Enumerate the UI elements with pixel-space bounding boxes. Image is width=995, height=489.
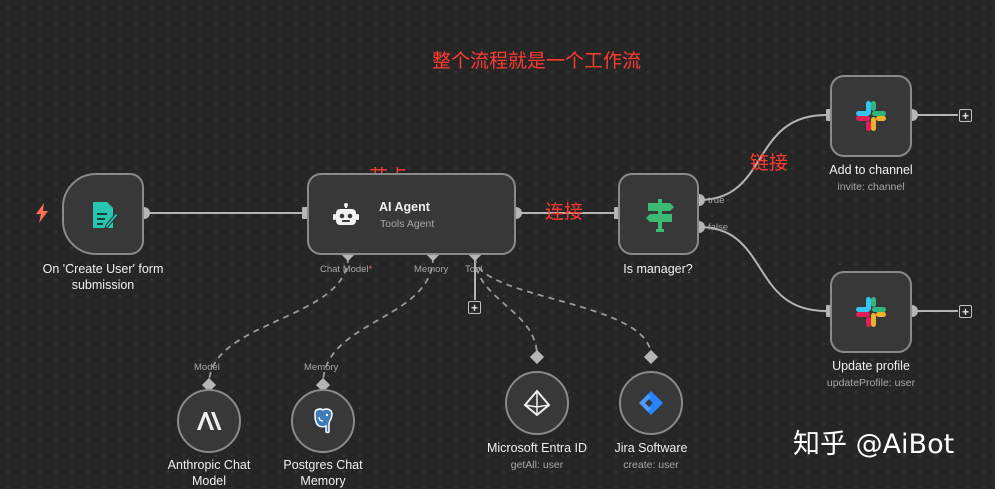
postgres-label-line2: Memory xyxy=(300,474,346,488)
postgres-label-line1: Postgres Chat xyxy=(283,458,363,472)
slack-icon xyxy=(853,98,889,134)
update-profile-label: Update profile xyxy=(832,359,910,373)
add-after-channel-plus-icon[interactable]: + xyxy=(959,109,972,122)
is-manager-node[interactable] xyxy=(618,173,699,255)
anthropic-port[interactable] xyxy=(201,377,217,393)
entra-id-icon xyxy=(523,389,551,417)
slack-icon xyxy=(853,294,889,330)
chat-model-port-label: Chat Model* xyxy=(320,264,372,275)
annotation-workflow-title: 整个流程就是一个工作流 xyxy=(432,50,642,72)
memory-port-label: Memory xyxy=(414,264,449,275)
postgres-chat-memory-node[interactable] xyxy=(291,389,355,453)
update-profile-node[interactable] xyxy=(830,271,912,353)
entra-port[interactable] xyxy=(529,349,545,365)
microsoft-entra-id-label: Microsoft Entra ID xyxy=(486,441,588,455)
jira-icon xyxy=(637,389,665,417)
postgres-elephant-icon xyxy=(309,407,337,435)
jira-software-node[interactable] xyxy=(619,371,683,435)
chat-model-required-mark: * xyxy=(368,264,373,275)
anthropic-label-line1: Anthropic Chat xyxy=(167,458,251,472)
chat-model-port-text: Chat Model xyxy=(320,264,369,275)
form-icon xyxy=(86,197,122,233)
signpost-icon xyxy=(640,195,680,235)
anthropic-label: Anthropic Chat Model xyxy=(144,457,274,489)
postgres-port[interactable] xyxy=(315,377,331,393)
postgres-port-label: Memory xyxy=(304,362,339,373)
ai-agent-node[interactable]: AI Agent Tools Agent xyxy=(307,173,516,255)
anthropic-port-label: Model xyxy=(194,362,220,373)
ai-agent-subtitle: Tools Agent xyxy=(380,218,435,230)
anthropic-label-line2: Model xyxy=(191,474,227,488)
add-to-channel-sublabel: invite: channel xyxy=(837,181,905,193)
anthropic-chat-model-node[interactable] xyxy=(177,389,241,453)
watermark-text: 知乎 @AiBot xyxy=(793,429,955,460)
add-tool-plus-icon[interactable]: + xyxy=(468,301,481,314)
add-to-channel-label: Add to channel xyxy=(829,163,913,177)
trigger-label-line1: On 'Create User' form xyxy=(42,262,164,276)
tool-port-label: Tool xyxy=(465,264,483,275)
annotation-connect: 连接 xyxy=(545,201,584,223)
edge-memory-to-postgres[interactable] xyxy=(322,256,434,385)
trigger-label-line2: submission xyxy=(71,278,135,292)
add-after-profile-plus-icon[interactable]: + xyxy=(959,305,972,318)
postgres-label: Postgres Chat Memory xyxy=(258,457,388,489)
jira-software-label: Jira Software xyxy=(614,441,688,455)
anthropic-icon xyxy=(196,411,222,431)
edge-tool-to-jira[interactable] xyxy=(474,256,652,357)
ai-agent-title: AI Agent xyxy=(379,200,430,214)
true-branch-label: true xyxy=(708,195,725,206)
jira-port[interactable] xyxy=(643,349,659,365)
edge-true-to-add-channel[interactable] xyxy=(698,114,827,201)
update-profile-sublabel: updateProfile: user xyxy=(826,377,916,389)
robot-icon xyxy=(331,201,361,231)
microsoft-entra-id-node[interactable] xyxy=(505,371,569,435)
jira-software-sublabel: create: user xyxy=(623,459,679,471)
edge-chatmodel-to-anthropic[interactable] xyxy=(208,256,349,385)
edge-false-to-update-profile[interactable] xyxy=(698,226,827,312)
is-manager-label: Is manager? xyxy=(623,262,693,276)
false-branch-label: false xyxy=(708,222,729,233)
annotation-link: 链接 xyxy=(750,152,789,174)
trigger-node-create-user-form[interactable] xyxy=(62,173,144,255)
edge-tool-to-entra[interactable] xyxy=(474,256,538,357)
trigger-node-label: On 'Create User' form submission xyxy=(20,261,186,293)
microsoft-entra-id-sublabel: getAll: user xyxy=(510,459,564,471)
lightning-bolt-icon xyxy=(34,203,50,223)
add-to-channel-node[interactable] xyxy=(830,75,912,157)
